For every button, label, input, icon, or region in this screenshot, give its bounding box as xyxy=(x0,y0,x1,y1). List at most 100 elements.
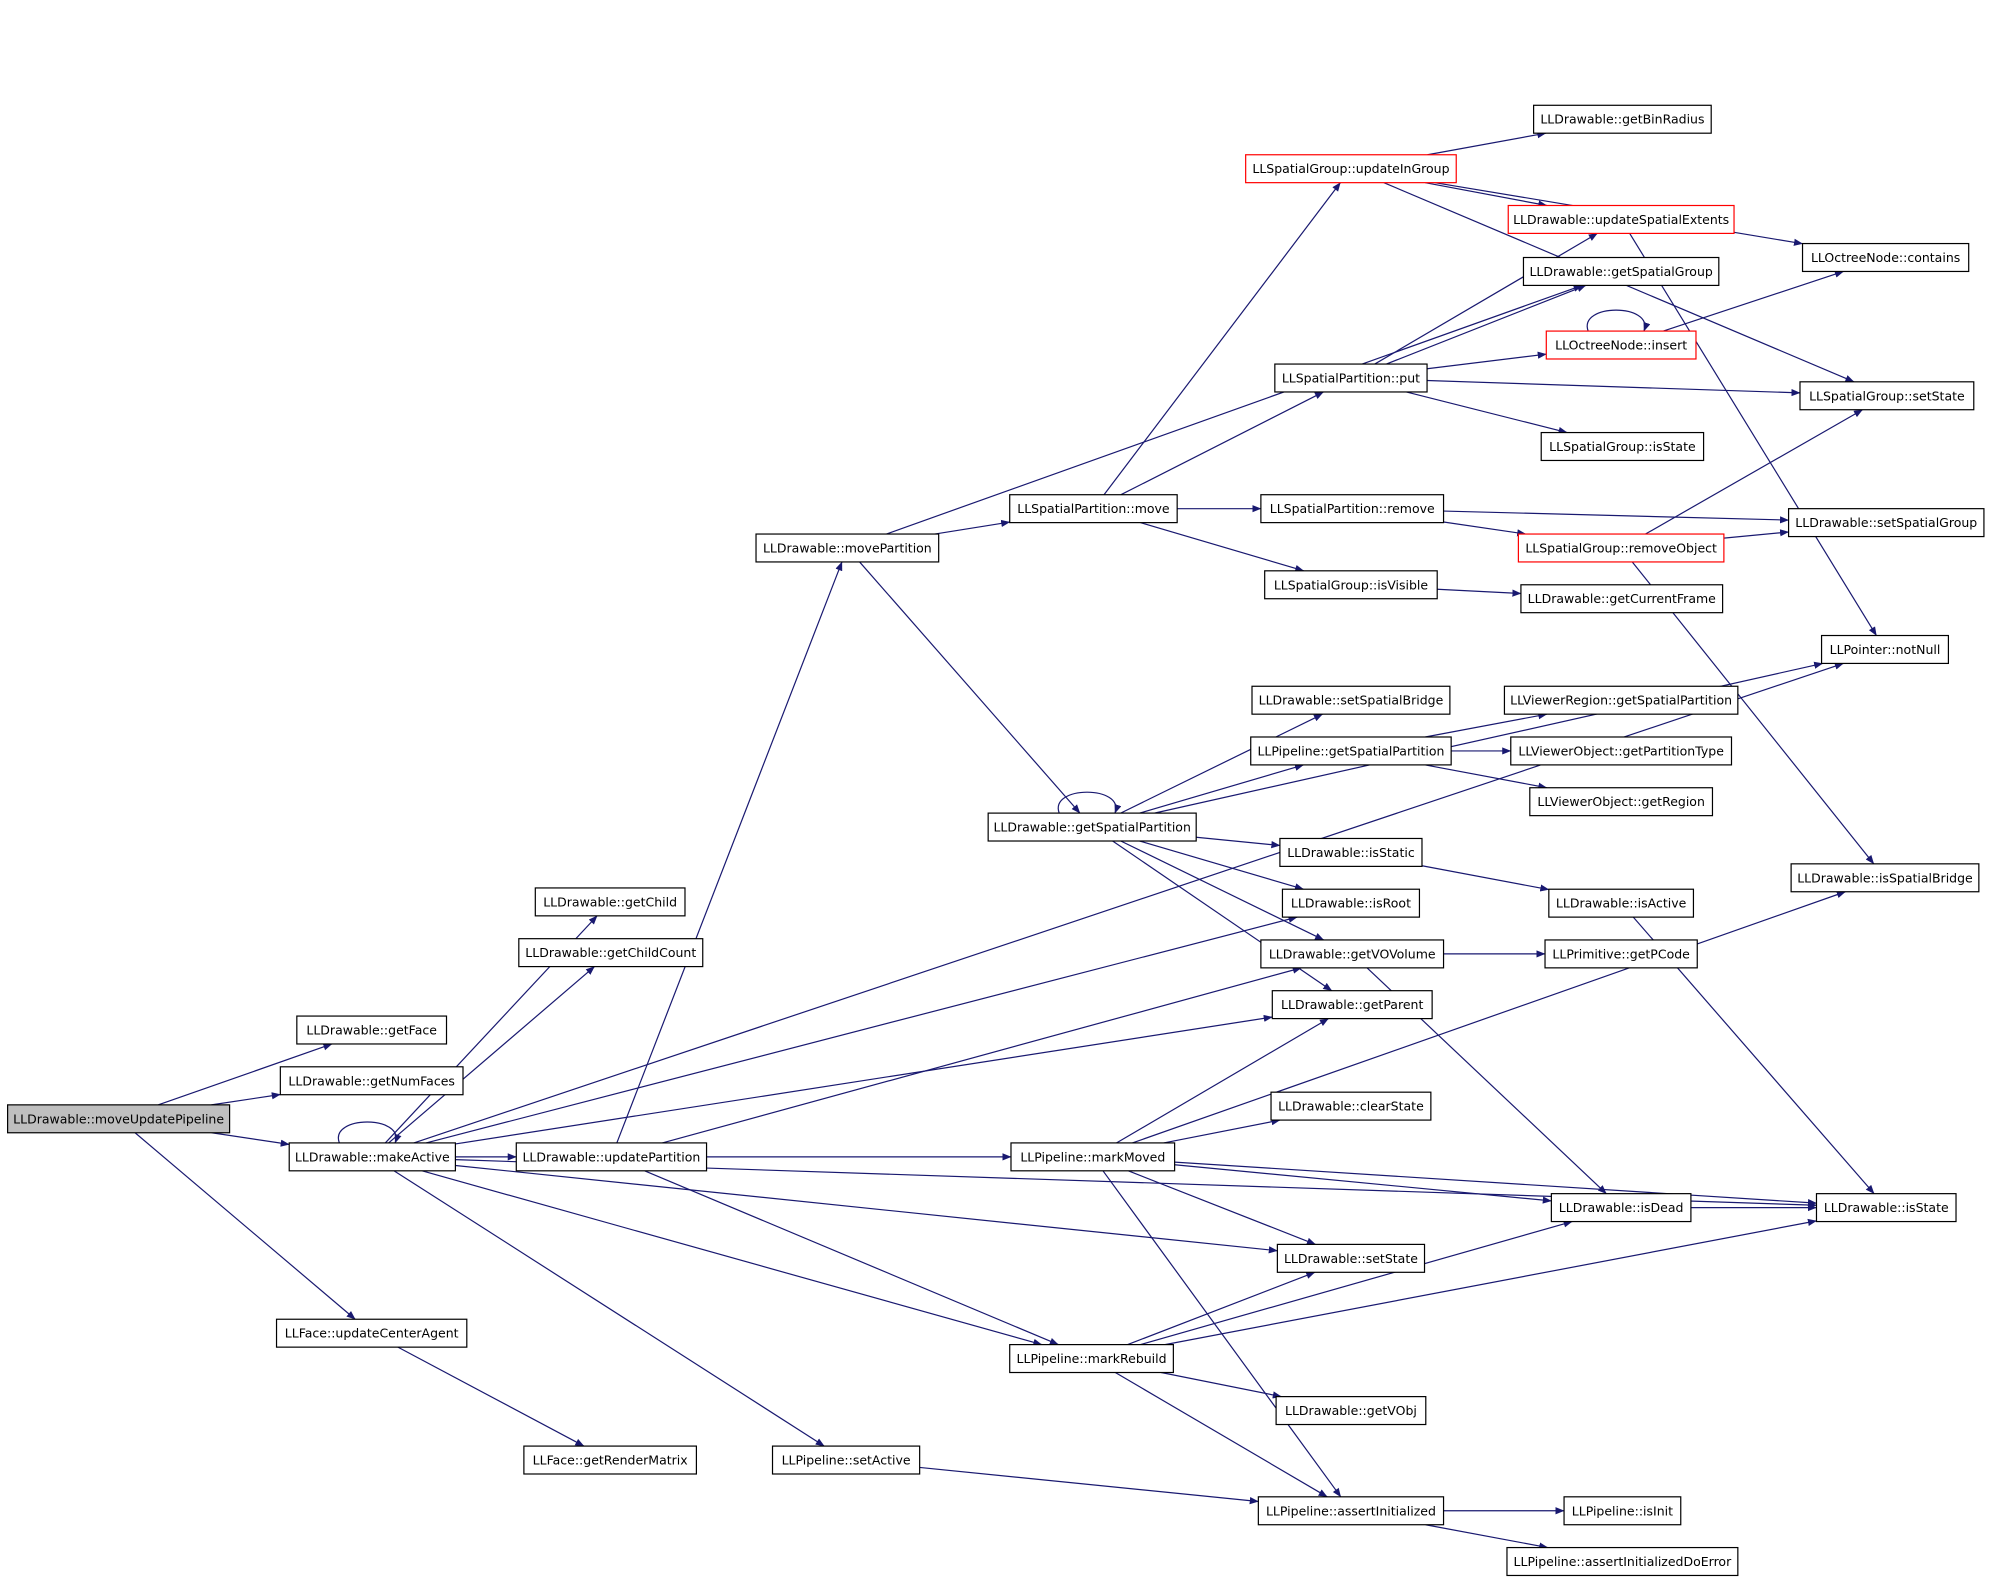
node-getFace[interactable]: LLDrawable::getFace xyxy=(296,1015,448,1045)
node-box[interactable] xyxy=(1009,1344,1174,1374)
node-box[interactable] xyxy=(1517,533,1725,563)
node-getCurrentFrame[interactable]: LLDrawable::getCurrentFrame xyxy=(1520,584,1724,614)
node-ocContains[interactable]: LLOctreeNode::contains xyxy=(1801,242,1970,273)
node-box[interactable] xyxy=(1545,330,1697,360)
node-isStatic[interactable]: LLDrawable::isStatic xyxy=(1279,837,1423,867)
node-box[interactable] xyxy=(1260,494,1445,524)
node-box[interactable] xyxy=(1544,939,1698,969)
node-box[interactable] xyxy=(1281,888,1421,918)
node-setSpatialBridge[interactable]: LLDrawable::setSpatialBridge xyxy=(1251,685,1451,715)
node-box[interactable] xyxy=(1529,787,1714,817)
node-box[interactable] xyxy=(1540,431,1705,462)
node-box[interactable] xyxy=(279,1066,464,1096)
node-isRoot[interactable]: LLDrawable::isRoot xyxy=(1281,888,1421,918)
node-box[interactable] xyxy=(1548,888,1695,918)
node-getChild[interactable]: LLDrawable::getChild xyxy=(534,887,686,917)
node-setSpatialGroup[interactable]: LLDrawable::setSpatialGroup xyxy=(1787,508,1985,538)
node-pipeGetSpatialPartition[interactable]: LLPipeline::getSpatialPartition xyxy=(1250,736,1452,766)
node-box[interactable] xyxy=(1250,736,1452,766)
node-isDead[interactable]: LLDrawable::isDead xyxy=(1550,1193,1692,1223)
node-box[interactable] xyxy=(275,1318,468,1348)
node-spPut[interactable]: LLSpatialPartition::put xyxy=(1274,363,1428,393)
node-box[interactable] xyxy=(771,1445,921,1475)
node-updateCenterAgent[interactable]: LLFace::updateCenterAgent xyxy=(275,1318,468,1348)
node-box[interactable] xyxy=(515,1142,708,1172)
node-box[interactable] xyxy=(1274,363,1428,393)
node-updatePartition[interactable]: LLDrawable::updatePartition xyxy=(515,1142,708,1172)
node-getChildCount[interactable]: LLDrawable::getChildCount xyxy=(518,938,704,968)
node-box[interactable] xyxy=(1009,494,1178,524)
node-removeObject[interactable]: LLSpatialGroup::removeObject xyxy=(1517,533,1725,563)
node-makeActive[interactable]: LLDrawable::makeActive xyxy=(288,1142,456,1172)
node-moveUpdatePipeline[interactable]: LLDrawable::moveUpdatePipeline xyxy=(7,1104,231,1134)
node-box[interactable] xyxy=(1510,736,1733,766)
node-spRemove[interactable]: LLSpatialPartition::remove xyxy=(1260,494,1445,524)
node-getVOVolume[interactable]: LLDrawable::getVOVolume xyxy=(1260,939,1445,969)
node-isInit[interactable]: LLPipeline::isInit xyxy=(1563,1496,1682,1526)
node-box[interactable] xyxy=(534,887,686,917)
node-getSpatialGroup[interactable]: LLDrawable::getSpatialGroup xyxy=(1522,256,1720,287)
node-getBinRadius[interactable]: LLDrawable::getBinRadius xyxy=(1533,104,1712,134)
node-box[interactable] xyxy=(1270,1091,1432,1121)
node-markMoved[interactable]: LLPipeline::markMoved xyxy=(1010,1142,1176,1172)
node-updateSpatialExtents[interactable]: LLDrawable::updateSpatialExtents xyxy=(1507,204,1735,235)
node-box[interactable] xyxy=(1276,1243,1426,1273)
node-box[interactable] xyxy=(1563,1496,1682,1526)
node-box[interactable] xyxy=(523,1445,698,1475)
node-getRegion[interactable]: LLViewerObject::getRegion xyxy=(1529,787,1714,817)
node-box[interactable] xyxy=(1257,1496,1445,1526)
node-drSetState[interactable]: LLDrawable::setState xyxy=(1276,1243,1426,1273)
node-box[interactable] xyxy=(1279,837,1423,867)
node-updateInGroup[interactable]: LLSpatialGroup::updateInGroup xyxy=(1245,154,1457,184)
node-drIsActive[interactable]: LLDrawable::isActive xyxy=(1548,888,1695,918)
node-box[interactable] xyxy=(518,938,704,968)
node-box[interactable] xyxy=(1820,634,1950,665)
node-getSpatialPartition[interactable]: LLDrawable::getSpatialPartition xyxy=(987,812,1197,842)
node-setActive[interactable]: LLPipeline::setActive xyxy=(771,1445,921,1475)
node-ocInsert[interactable]: LLOctreeNode::insert xyxy=(1545,330,1697,360)
node-getPCode[interactable]: LLPrimitive::getPCode xyxy=(1544,939,1698,969)
node-assertInitialized[interactable]: LLPipeline::assertInitialized xyxy=(1257,1496,1445,1526)
node-box[interactable] xyxy=(1271,990,1433,1020)
node-markRebuild[interactable]: LLPipeline::markRebuild xyxy=(1009,1344,1174,1374)
node-box[interactable] xyxy=(755,533,940,563)
node-box[interactable] xyxy=(1790,863,1980,893)
node-box[interactable] xyxy=(1507,204,1735,235)
node-getRenderMatrix[interactable]: LLFace::getRenderMatrix xyxy=(523,1445,698,1475)
node-getNumFaces[interactable]: LLDrawable::getNumFaces xyxy=(279,1066,464,1096)
node-box[interactable] xyxy=(1264,570,1438,600)
node-box[interactable] xyxy=(1245,154,1457,184)
node-spMove[interactable]: LLSpatialPartition::move xyxy=(1009,494,1178,524)
node-sgIsVisible[interactable]: LLSpatialGroup::isVisible xyxy=(1264,570,1438,600)
node-box[interactable] xyxy=(296,1015,448,1045)
node-box[interactable] xyxy=(1533,104,1712,134)
node-box[interactable] xyxy=(987,812,1197,842)
node-box[interactable] xyxy=(1503,685,1739,715)
node-box[interactable] xyxy=(1522,256,1720,287)
node-box[interactable] xyxy=(1550,1193,1692,1223)
node-getParent[interactable]: LLDrawable::getParent xyxy=(1271,990,1433,1020)
node-isSpatialBridge[interactable]: LLDrawable::isSpatialBridge xyxy=(1790,863,1980,893)
node-getPartitionType[interactable]: LLViewerObject::getPartitionType xyxy=(1510,736,1733,766)
node-sgIsState[interactable]: LLSpatialGroup::isState xyxy=(1540,431,1705,462)
node-box[interactable] xyxy=(1506,1546,1739,1577)
node-box[interactable] xyxy=(1801,242,1970,273)
node-movePartition[interactable]: LLDrawable::movePartition xyxy=(755,533,940,563)
node-box[interactable] xyxy=(1251,685,1451,715)
node-notNull[interactable]: LLPointer::notNull xyxy=(1820,634,1950,665)
node-box[interactable] xyxy=(1260,939,1445,969)
node-box[interactable] xyxy=(1275,1396,1427,1426)
node-assertInitializedDoError[interactable]: LLPipeline::assertInitializedDoError xyxy=(1506,1546,1739,1577)
node-box[interactable] xyxy=(1520,584,1724,614)
node-sgSetState[interactable]: LLSpatialGroup::setState xyxy=(1799,381,1975,411)
node-clearState[interactable]: LLDrawable::clearState xyxy=(1270,1091,1432,1121)
node-box[interactable] xyxy=(288,1142,456,1172)
node-box[interactable] xyxy=(1010,1142,1176,1172)
node-vrGetSpatialPartition[interactable]: LLViewerRegion::getSpatialPartition xyxy=(1503,685,1739,715)
node-box[interactable] xyxy=(1787,508,1985,538)
node-box[interactable] xyxy=(1815,1193,1957,1223)
node-drIsState[interactable]: LLDrawable::isState xyxy=(1815,1193,1957,1223)
node-box[interactable] xyxy=(1799,381,1975,411)
node-box[interactable] xyxy=(7,1104,231,1134)
node-getVObj[interactable]: LLDrawable::getVObj xyxy=(1275,1396,1427,1426)
